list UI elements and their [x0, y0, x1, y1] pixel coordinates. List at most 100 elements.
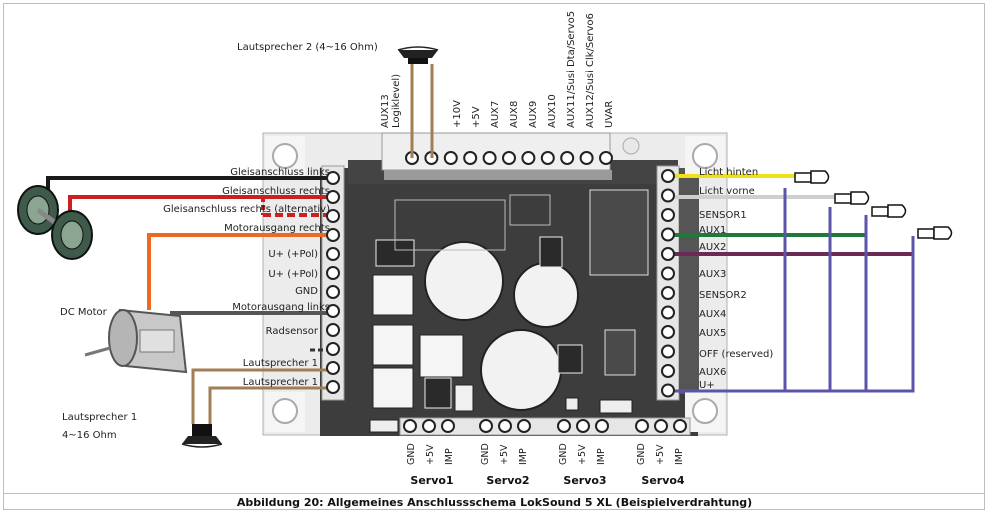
right-pin-terminal [661, 247, 675, 261]
right-pin-label-licht-hinten: Licht hinten [699, 167, 758, 178]
servo4-pin-5v: +5V [655, 444, 666, 465]
speaker-1-label: Lautsprecher 1 [62, 412, 137, 423]
right-terminal-labels: Licht hinten Licht vorne SENSOR1 AUX1 AU… [699, 167, 773, 391]
figure-caption: Abbildung 20: Allgemeines Anschlussschem… [4, 493, 985, 511]
left-pin-terminal [326, 380, 340, 394]
top-pin-label-aux10: AUX10 [547, 94, 558, 128]
servo3-pin-imp: IMP [596, 448, 607, 465]
left-pin-label-lautsprecher-1b: Lautsprecher 1 [243, 377, 318, 388]
right-pin-label-aux3: AUX3 [699, 269, 726, 280]
servo-pin-terminal [422, 419, 436, 433]
top-pin-label-aux9: AUX9 [528, 101, 539, 128]
servo-pin-terminal [557, 419, 571, 433]
right-pin-terminal [661, 344, 675, 359]
speaker-1 [181, 424, 223, 448]
mounting-hole [265, 392, 305, 432]
speaker-2-label: Lautsprecher 2 (4~16 Ohm) [237, 42, 378, 53]
right-pin-label-aux2: AUX2 [699, 242, 726, 253]
top-pin-terminal [540, 151, 555, 165]
left-pin-terminal [326, 209, 340, 223]
servo-pin-terminal [441, 419, 455, 433]
top-pin-terminal [599, 151, 613, 165]
top-connector-labels: AUX13 Logiklevel) +10V +5V AUX7 AUX8 AUX… [380, 11, 615, 128]
left-pin-terminal [326, 361, 340, 375]
dc-motor-label: DC Motor [60, 307, 108, 318]
servo2-pin-gnd: GND [480, 443, 491, 465]
servo4-label: Servo4 [641, 474, 685, 487]
right-terminal-pins [661, 169, 675, 398]
right-pin-terminal [661, 227, 675, 242]
top-connector-pins [405, 151, 613, 165]
left-pin-label-lautsprecher-1a: Lautsprecher 1 [243, 358, 318, 369]
servo-connector-pins [403, 419, 687, 433]
servo4-pin-gnd: GND [636, 443, 647, 465]
right-pin-label-aux5: AUX5 [699, 328, 726, 339]
servo-pin-terminal [576, 419, 590, 433]
right-pin-label-licht-vorne: Licht vorne [699, 186, 755, 197]
right-pin-terminal [661, 169, 675, 183]
right-pin-label-aux4: AUX4 [699, 309, 726, 320]
servo-pin-terminal [654, 419, 668, 433]
servo-pin-terminal [403, 419, 417, 433]
left-pin-terminal [326, 342, 340, 356]
left-pin-terminal [326, 323, 340, 337]
top-pin-terminal [482, 151, 497, 165]
right-wiring [668, 174, 915, 393]
right-pin-terminal [661, 383, 675, 398]
left-pin-label-motor-rechts: Motorausgang rechts [224, 223, 330, 234]
top-pin-terminal [502, 151, 516, 165]
right-pin-terminal [661, 325, 675, 339]
servo1-pin-5v: +5V [425, 444, 436, 465]
top-pin-label-5v: +5V [471, 106, 482, 128]
servo4-pin-imp: IMP [674, 448, 685, 465]
servo3-pin-5v: +5V [577, 444, 588, 465]
servo2-pin-imp: IMP [518, 448, 529, 465]
right-pin-label-sensor2: SENSOR2 [699, 290, 747, 301]
top-pin-terminal [521, 151, 536, 165]
right-pin-terminal [661, 286, 675, 300]
top-pin-label-aux12: AUX12/Susi Clk/Servo6 [585, 13, 596, 128]
left-pin-terminal [326, 247, 340, 261]
top-pin-label-aux7: AUX7 [490, 101, 501, 128]
capacitor [480, 329, 562, 411]
left-pin-label-u-plus-1: U+ (+Pol) [268, 249, 318, 260]
servo-pin-terminal [673, 419, 687, 433]
top-pin-terminal [463, 151, 478, 165]
top-pin-terminal [560, 151, 575, 165]
right-pin-terminal [661, 188, 675, 203]
servo1-pin-gnd: GND [406, 443, 417, 465]
top-pin-label-aux8: AUX8 [509, 101, 520, 128]
light-bulb-icon [871, 204, 907, 218]
right-pin-terminal [661, 208, 675, 222]
figure-frame [3, 3, 985, 510]
left-pin-terminal [326, 266, 340, 280]
left-terminal-labels: Gleisanschluss links Gleisanschluss rech… [163, 167, 330, 388]
servo1-label: Servo1 [410, 474, 453, 487]
right-pin-terminal [661, 266, 675, 281]
servo-pin-terminal [479, 419, 493, 433]
dc-motor-icon [84, 308, 188, 374]
servo2-label: Servo2 [486, 474, 529, 487]
light-bulb-icon [834, 191, 870, 205]
capacitor [424, 241, 504, 321]
servo1-pin-imp: IMP [444, 448, 455, 465]
left-pin-label-gnd: GND [295, 286, 318, 297]
left-pin-terminal [326, 228, 340, 242]
speaker-2 [397, 46, 439, 158]
top-pin-label-uvar: UVAR [604, 101, 615, 128]
speaker-1-impedance: 4~16 Ohm [62, 430, 117, 441]
left-pin-label-motor-links: Motorausgang links [232, 302, 330, 313]
top-pin-label-logiklevel: Logiklevel) [391, 74, 402, 128]
left-terminal-pins [326, 171, 340, 394]
light-bulb-icon [794, 170, 830, 184]
servo-pin-terminal [517, 419, 531, 433]
right-pin-label-aux1: AUX1 [699, 225, 726, 236]
capacitor [513, 262, 579, 328]
mounting-hole [265, 136, 305, 176]
decoder-board [262, 132, 728, 436]
left-pin-terminal [326, 190, 340, 204]
top-pin-label-10v: +10V [452, 100, 463, 128]
right-pin-label-aux6: AUX6 [699, 367, 726, 378]
mounting-hole [685, 136, 725, 176]
